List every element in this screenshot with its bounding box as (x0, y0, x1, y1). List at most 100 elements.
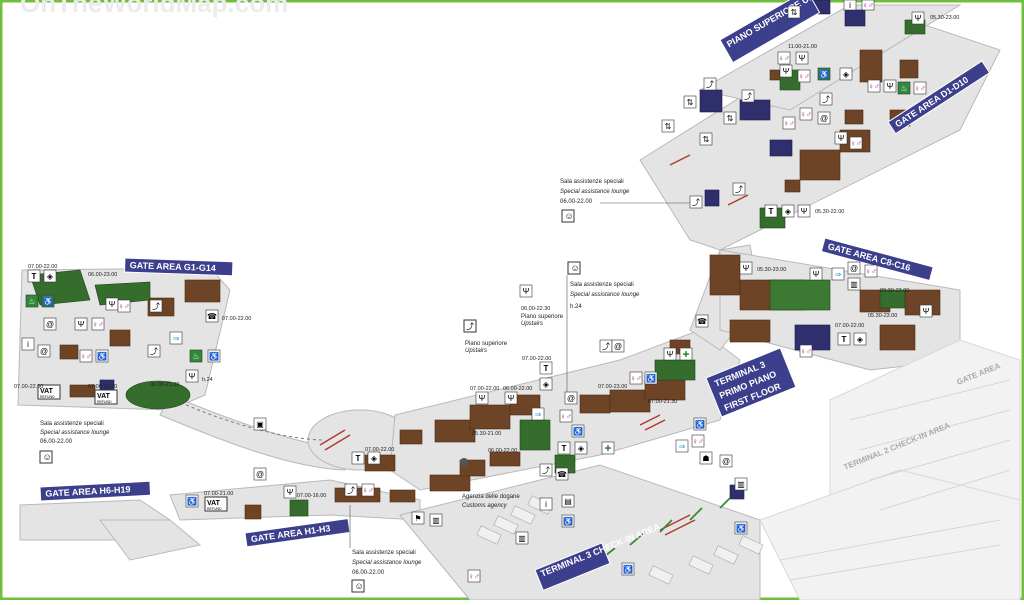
elevator-icon: ⇅ (703, 135, 710, 144)
hours-label: 07.00-22.00 (835, 323, 864, 329)
escalator-icon: ⤴ (706, 79, 714, 89)
escalator-icon: ⤴ (542, 465, 550, 475)
shopping-icon: ◈ (578, 444, 585, 453)
hours-label: 06.00-23.00 (88, 272, 117, 278)
hours-label: 07.00-22.00 (28, 264, 57, 270)
lounge-top-sub: Special assistance lounge (560, 189, 630, 195)
internet-icon: @ (40, 347, 48, 356)
shopping-icon: ◈ (843, 70, 850, 79)
piano-sup-a-name: Piano superiore (465, 341, 508, 347)
piano-sup-b-name: Piano superiore (521, 314, 564, 320)
phone-icon: ☎ (697, 317, 707, 326)
fire-icon: ♨ (900, 84, 907, 93)
terminal-2-building (759, 339, 1021, 601)
phone-icon: ☎ (207, 312, 217, 321)
hours-label: 07.00-21.00 (88, 384, 117, 390)
restaurant-icon: Ψ (838, 134, 845, 143)
shopping-icon: ◈ (857, 335, 864, 344)
lounge-top-hours: 06.00-22.00 (560, 199, 593, 205)
exit-icon: ⇒ (835, 270, 842, 279)
hours-label: 06.00-22.00 (503, 386, 532, 392)
refund-label: REFUND (40, 395, 55, 399)
restaurant-icon: Ψ (189, 372, 196, 381)
internet-icon: @ (722, 457, 730, 466)
hours-label: 06.00-22.00 (488, 448, 517, 454)
hours-labels: 07.00-22.00 06.00-23.00 07.00-22.00 07.0… (14, 15, 959, 499)
accessible-icon: ♿ (187, 496, 197, 506)
hours-label: 07.00-22.00 (470, 386, 499, 392)
person-icon: ☗ (702, 454, 709, 463)
restaurant-icon: Ψ (799, 54, 806, 63)
elevator-icon: ⇅ (687, 98, 694, 107)
escalator-icon: ⤴ (692, 197, 700, 207)
exit-icon: ⇒ (535, 410, 542, 419)
tobacco-icon: T (356, 454, 361, 463)
phone-icon: ☎ (557, 470, 567, 479)
watermark: OnTheWorldMap.com (20, 0, 288, 18)
hours-label: 05.30-22.00 (815, 209, 844, 215)
toilet-icon: ♀♂ (692, 437, 704, 446)
exit-icon: ⇒ (679, 442, 686, 451)
lounge-left-name: Sala assistenze speciali (40, 421, 104, 427)
piano-superiore-a: ⤴ Piano superiore Upstairs (463, 319, 508, 354)
smile-icon: ☺ (571, 263, 580, 273)
toilet-icon: ♀♂ (80, 352, 92, 361)
restaurant-icon: Ψ (109, 300, 116, 309)
restaurant-icon: Ψ (78, 320, 85, 329)
accessible-icon: ♿ (563, 516, 573, 526)
elevator-icon: ⇅ (727, 114, 734, 123)
hours-label: 07.00-23.00 (598, 384, 627, 390)
toilet-icon: ♀♂ (783, 119, 795, 128)
refund-label: REFUND (97, 400, 112, 404)
internet-icon: @ (820, 114, 828, 123)
lounge-top-name: Sala assistenze speciali (560, 179, 624, 185)
toilet-icon: ♀♂ (868, 82, 880, 91)
accessible-icon: ♿ (573, 426, 583, 436)
fire-icon: ♨ (192, 352, 199, 361)
vat-refund-h: VAT REFUND (204, 496, 228, 512)
hours-label: 05.30-23.00 (757, 267, 786, 273)
toilet-icon: ♀♂ (118, 302, 130, 311)
security-icon: ⚑ (414, 514, 421, 523)
restaurant-icon: Ψ (887, 82, 894, 91)
escalator-icon: ⤴ (735, 184, 743, 194)
hours-label: 05.30-23.00 (868, 313, 897, 319)
walkway-path (174, 399, 326, 441)
vat-refund-g2: VAT REFUND (94, 389, 118, 405)
escalators (319, 154, 749, 536)
restaurant-icon: Ψ (923, 307, 930, 316)
lounge-left: Sala assistenze speciali Special assista… (39, 421, 110, 464)
toilet-icon: ♀♂ (800, 347, 812, 356)
refund-label: REFUND (207, 507, 222, 511)
customs-name: Agenzia delle dogane (462, 494, 520, 500)
lounge-left-sub: Special assistance lounge (40, 430, 110, 436)
smile-icon: ☺ (565, 211, 574, 221)
shopping-icon: ◈ (371, 454, 378, 463)
escalator-icon: ⤴ (822, 94, 830, 104)
hours-label: 05.30-23.00 (930, 15, 959, 21)
toilet-icon: ♀♂ (630, 374, 642, 383)
internet-icon: @ (567, 394, 575, 403)
accessible-icon: ♿ (623, 564, 633, 574)
tobacco-icon: T (769, 207, 774, 216)
map-icons: T ◈ ♨ ♿ @ i @ Ψ ♀♂ Ψ ♀♂ ♿ ♀♂ ⤴ ⤴ ⇒ ♨ ♿ ☎… (21, 0, 933, 583)
lounge-bottom-name: Sala assistenze speciali (352, 550, 416, 556)
toilet-icon: ♀♂ (798, 72, 810, 81)
atm-icon: ▤ (564, 497, 572, 506)
lounge-bottom-smile-icon (351, 579, 365, 593)
lounge-left-smile-icon (39, 450, 53, 464)
hours-label: 05.30-21.00 (472, 431, 501, 437)
toilet-icon: ♀♂ (862, 1, 874, 10)
lounge-bottom-sub: Special assistance lounge (352, 560, 422, 566)
piano-sup-a-sub: Upstairs (465, 348, 487, 354)
accessible-icon: ♿ (819, 69, 829, 79)
customs-pin (460, 458, 468, 466)
lounge-centre: Sala assistenze speciali Special assista… (566, 261, 640, 400)
tobacco-icon: T (562, 444, 567, 453)
gate-label-h19: GATE AREA H6-H19 (45, 484, 131, 498)
luggage-icon: ▥ (432, 516, 440, 525)
hours-label: 06.00-21.00 (150, 382, 179, 388)
shop-blocks (59, 49, 941, 520)
pharmacy-icon: ✚ (683, 350, 690, 359)
